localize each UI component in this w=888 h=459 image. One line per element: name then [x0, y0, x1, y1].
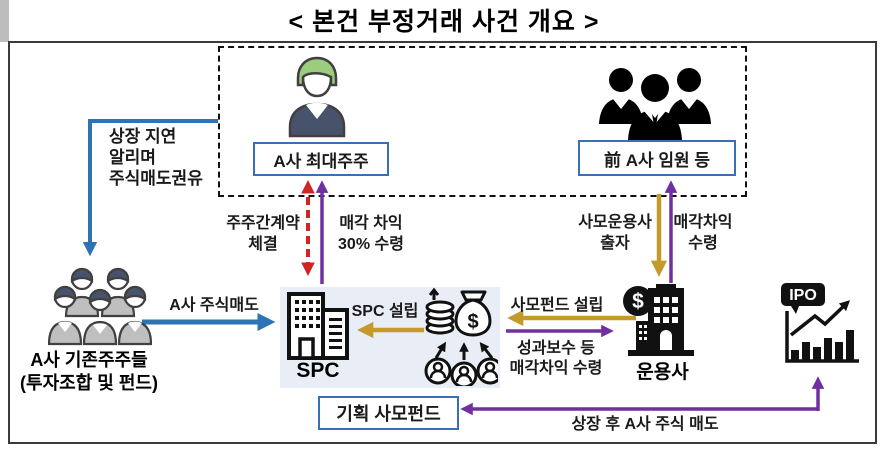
label-shareholder-agreement-line2: 체결 — [248, 236, 278, 253]
spc-caption: SPC — [296, 359, 340, 382]
existing-shareholders-line1: A사 기존주주들 — [30, 350, 148, 370]
label-performance-fee: 성과보수 등 매각차익 수령 — [500, 339, 612, 379]
label-listing-delay-line1: 상장 지연 — [109, 127, 177, 146]
management-company-caption: 운용사 — [636, 362, 689, 383]
label-profit-30-line2: 30% 수령 — [338, 236, 404, 253]
label-sale-profit-receive-line2: 수령 — [688, 235, 718, 252]
label-sale-profit-receive: 매각차익 수령 — [662, 212, 744, 254]
ipo-chart-icon: IPO — [781, 283, 859, 363]
former-executives-icon — [599, 68, 711, 140]
label-profit-30-line1: 매각 차익 — [339, 215, 403, 232]
scan-artifact — [0, 0, 9, 42]
spc-building-icon — [287, 292, 349, 360]
label-performance-fee-line1: 성과보수 등 — [516, 340, 596, 357]
label-sale-profit-receive-line1: 매각차익 — [673, 214, 733, 231]
svg-text:$: $ — [467, 311, 478, 333]
label-fund-establish: 사모펀드 설립 — [510, 297, 604, 314]
label-performance-fee-line2: 매각차익 수령 — [509, 360, 603, 377]
existing-shareholders-icon — [48, 267, 152, 346]
label-listing-delay-line2: 알리며 — [109, 148, 156, 167]
svg-text:$: $ — [632, 290, 644, 313]
label-pe-investment-line2: 출자 — [600, 235, 630, 252]
fund-money-investors-icon: $ — [424, 287, 498, 386]
label-post-listing-sale: 상장 후 A사 주식 매도 — [571, 416, 719, 433]
page-title: < 본건 부정거래 사건 개요 > — [288, 8, 600, 36]
label-listing-delay: 상장 지연 알리며 주식매도권유 — [109, 126, 203, 189]
existing-shareholders-line2: (투자조합 및 펀드) — [20, 373, 158, 393]
largest-shareholder-icon — [288, 56, 346, 138]
label-profit-30: 매각 차익 30% 수령 — [327, 213, 415, 255]
label-shareholder-agreement-line1: 주주간계약 — [226, 215, 300, 232]
label-pe-investment: 사모운용사 출자 — [570, 212, 660, 254]
label-listing-delay-line3: 주식매도권유 — [109, 169, 203, 188]
existing-shareholders-caption: A사 기존주주들 (투자조합 및 펀드) — [5, 349, 173, 395]
label-shareholder-agreement: 주주간계약 체결 — [213, 213, 313, 255]
node-planned-private-fund-label: 기획 사모펀드 — [336, 404, 441, 424]
node-former-executives-label: 前 A사 임원 등 — [603, 150, 710, 170]
label-pe-investment-line1: 사모운용사 — [578, 214, 652, 231]
label-stock-sale: A사 주식매도 — [169, 297, 259, 314]
management-company-icon: $ — [623, 284, 694, 356]
node-largest-shareholder-label: A사 최대주주 — [273, 151, 369, 171]
label-spc-establish: SPC 설립 — [351, 303, 419, 320]
ipo-badge-text: IPO — [789, 287, 817, 304]
node-largest-shareholder: A사 최대주주 — [253, 142, 389, 176]
node-former-executives: 前 A사 임원 등 — [578, 140, 736, 176]
node-planned-private-fund: 기획 사모펀드 — [318, 396, 459, 430]
